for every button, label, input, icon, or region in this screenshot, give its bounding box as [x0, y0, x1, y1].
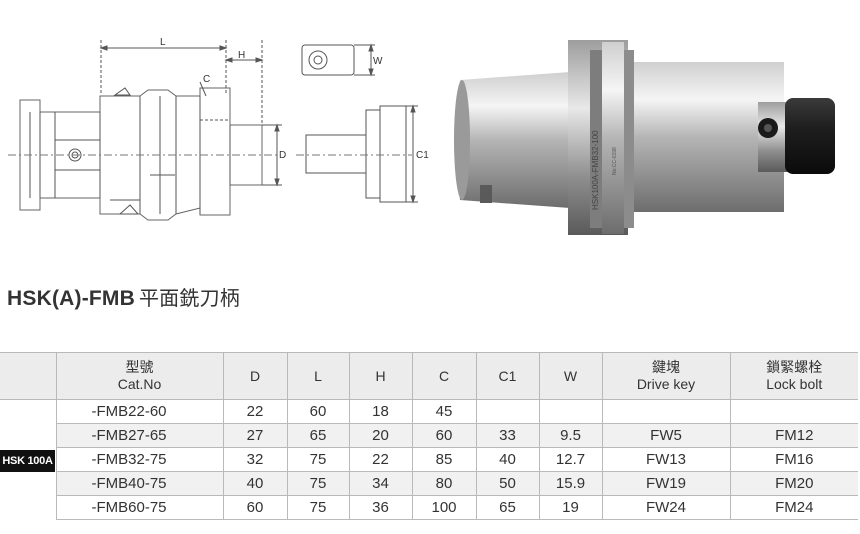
header-series: [0, 352, 56, 400]
technical-drawing: L H C D W C1: [8, 37, 429, 221]
cell-C: 45: [411, 399, 476, 424]
cell-C: 80: [411, 471, 476, 496]
header-cat-no-en: Cat.No: [117, 376, 162, 392]
cell-H: 20: [348, 423, 412, 448]
cell-L: 75: [286, 471, 349, 496]
cell-drive-key: FW24: [601, 495, 730, 520]
table-header-row: 型號 Cat.No D L H C C1 W 鍵塊 Drive key 鎖緊螺栓…: [0, 352, 858, 400]
cell-D: 40: [222, 471, 287, 496]
header-cat-no-cn: 型號: [125, 359, 154, 375]
cell-H: 22: [348, 447, 412, 472]
cell-W: [538, 399, 602, 424]
label-H: H: [238, 50, 245, 61]
table-row: -FMB32-75 32 75 22 85 40 12.7 FW13 FM16: [0, 447, 858, 472]
title-sub: 平面銑刀柄: [138, 288, 240, 310]
header-lock-bolt-cn: 鎖緊螺栓: [766, 359, 823, 375]
cell-D: 60: [222, 495, 287, 520]
cell-drive-key: FW13: [601, 447, 730, 472]
header-drive-key-cn: 鍵塊: [652, 359, 680, 375]
cell-D: 22: [222, 399, 287, 424]
header-L: L: [286, 352, 349, 400]
header-C: C: [411, 352, 476, 400]
cell-lock-bolt: FM16: [729, 447, 858, 472]
series-label: HSK 100A: [0, 450, 55, 472]
product-photo: HSK100A-FMB32-100 No:CC-0198: [454, 40, 835, 235]
cell-C: 85: [411, 447, 476, 472]
cell-lock-bolt: FM12: [729, 423, 858, 448]
cell-W: 9.5: [538, 423, 602, 448]
cell-D: 32: [222, 447, 287, 472]
cell-H: 34: [348, 471, 412, 496]
label-L: L: [160, 37, 166, 48]
cell-lock-bolt: FM24: [729, 495, 858, 520]
cell-D: 27: [222, 423, 287, 448]
cell-drive-key: FW19: [601, 471, 730, 496]
cell-L: 65: [286, 423, 349, 448]
cell-C1: 33: [475, 423, 539, 448]
cell-cat-no: -FMB60-75: [55, 495, 223, 520]
header-drive-key-en: Drive key: [636, 376, 696, 392]
label-C: C: [203, 74, 210, 85]
spec-table: 型號 Cat.No D L H C C1 W 鍵塊 Drive key 鎖緊螺栓…: [0, 352, 858, 520]
header-cat-no: 型號 Cat.No: [55, 352, 223, 400]
cell-H: 18: [348, 399, 412, 424]
table-row: -FMB40-75 40 75 34 80 50 15.9 FW19 FM20: [0, 471, 858, 496]
cell-C1: 40: [475, 447, 539, 472]
table-row: HSK 100A -FMB22-60 22 60 18 45: [0, 399, 858, 520]
cell-cat-no: -FMB27-65: [55, 423, 223, 448]
engraved-serial: No:CC-0198: [612, 147, 618, 175]
cell-L: 60: [286, 399, 349, 424]
header-C1: C1: [475, 352, 539, 400]
cell-C1: [475, 399, 539, 424]
cell-C1: 65: [475, 495, 539, 520]
table-row: -FMB27-65 27 65 20 60 33 9.5 FW5 FM12: [0, 423, 858, 448]
header-D: D: [222, 352, 287, 400]
header-lock-bolt-en: Lock bolt: [766, 376, 823, 392]
title-main: HSK(A)-FMB: [7, 287, 135, 310]
cell-drive-key: [601, 399, 730, 424]
label-D: D: [279, 150, 286, 161]
series-cell: HSK 100A: [0, 399, 56, 520]
header-lock-bolt: 鎖緊螺栓 Lock bolt: [729, 352, 858, 400]
cell-cat-no: -FMB40-75: [55, 471, 223, 496]
label-C1: C1: [416, 150, 429, 161]
cell-W: 12.7: [538, 447, 602, 472]
table-row: -FMB60-75 60 75 36 100 65 19 FW24 FM24: [0, 495, 858, 520]
cell-drive-key: FW5: [601, 423, 730, 448]
cell-L: 75: [286, 447, 349, 472]
header-H: H: [348, 352, 412, 400]
cell-C: 60: [411, 423, 476, 448]
cell-W: 19: [538, 495, 602, 520]
label-W: W: [373, 56, 383, 67]
cell-C1: 50: [475, 471, 539, 496]
cell-cat-no: -FMB22-60: [55, 399, 223, 424]
header-W: W: [538, 352, 602, 400]
cell-C: 100: [411, 495, 476, 520]
engraved-model: HSK100A-FMB32-100: [591, 130, 600, 210]
cell-lock-bolt: [729, 399, 858, 424]
header-drive-key: 鍵塊 Drive key: [601, 352, 730, 400]
cell-L: 75: [286, 495, 349, 520]
cell-H: 36: [348, 495, 412, 520]
cell-cat-no: -FMB32-75: [55, 447, 223, 472]
cell-lock-bolt: FM20: [729, 471, 858, 496]
cell-W: 15.9: [538, 471, 602, 496]
